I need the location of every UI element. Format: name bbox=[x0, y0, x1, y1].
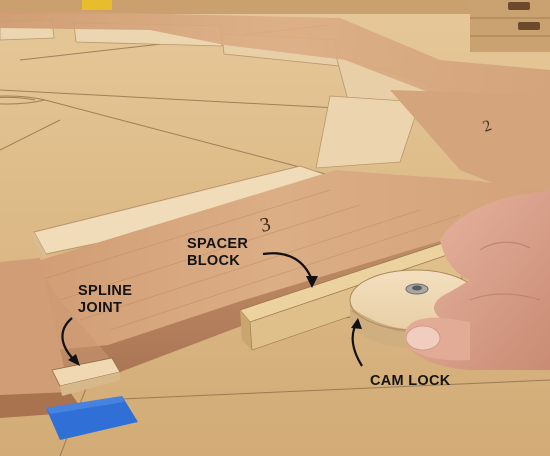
arrowheads bbox=[68, 276, 362, 366]
hand bbox=[404, 190, 550, 370]
spacer-block-label-line-2: BLOCK bbox=[187, 253, 241, 269]
oak-rim-far: 2 bbox=[0, 10, 550, 190]
clamp bbox=[82, 0, 112, 10]
oak-rim-segment-left bbox=[0, 258, 70, 410]
spline-joint-label-line-2: JOINT bbox=[78, 300, 123, 316]
spline-joint-label-line-1: SPLINE bbox=[78, 283, 133, 299]
spline-key bbox=[51, 357, 121, 396]
spacer-block-arrow bbox=[262, 252, 314, 281]
background-wall bbox=[0, 0, 550, 14]
spline-joint-label: SPLINE JOINT bbox=[78, 283, 132, 317]
spacer-block-label: SPACER BLOCK bbox=[187, 236, 248, 270]
cam-lock-label: CAM LOCK bbox=[370, 373, 451, 389]
spacer-block-label-line-1: SPACER bbox=[187, 236, 249, 252]
spline-joint-arrow bbox=[61, 317, 75, 361]
